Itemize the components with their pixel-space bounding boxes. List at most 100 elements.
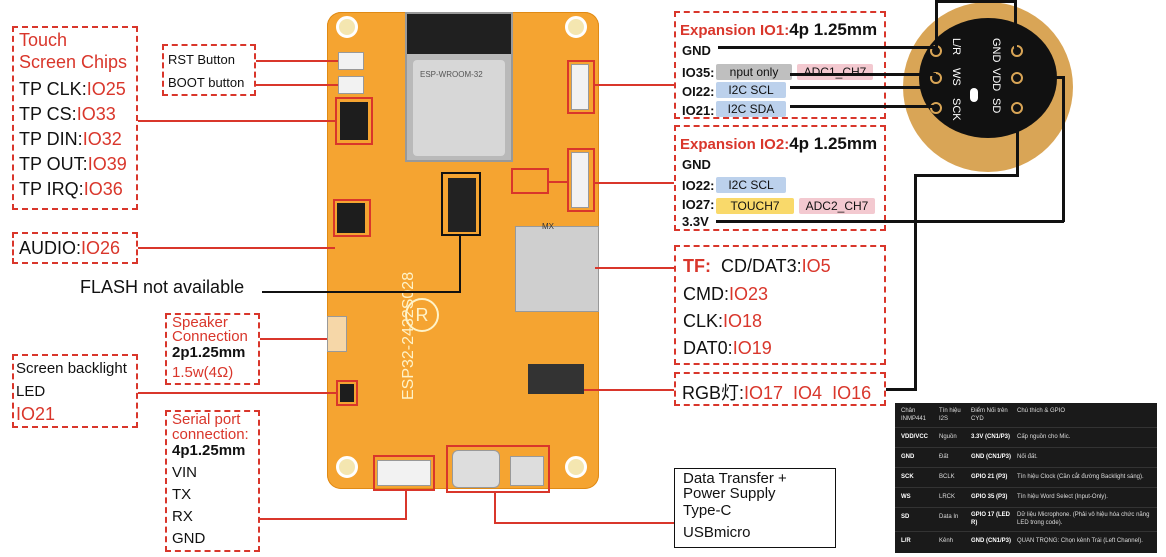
table-cell: SCK [901,474,914,480]
exp1-io22: OI22: [682,84,715,99]
exp2-title: Expansion IO2:4p 1.25mm [680,134,877,154]
exp2-title-red: Expansion IO2: [680,136,790,153]
flash-label: FLASH not available [80,277,245,297]
table-cell: WS [901,494,911,500]
audio-box [12,232,138,264]
table-cell: GND (CN1/P3) [971,538,1012,544]
serial-pin-tx: TX [172,486,192,503]
mic-label-lr: L/R [950,38,962,56]
usb-c-port [452,450,500,488]
mic-pin-ws [930,72,942,84]
micro-usb-port [510,456,544,486]
backlight-highlight [336,380,358,406]
tf-title: TF: [683,256,711,276]
tf-dat-label: DAT0: [683,338,733,358]
mount-hole-bl [336,456,358,478]
backlight-leader [138,392,336,394]
tp-out-value: IO39 [87,154,127,174]
rgb-value-1: IO17 [744,383,784,403]
rgb-value-3: IO16 [832,383,872,403]
table-cell: GND (CN1/P3) [971,454,1012,460]
table-row [895,427,1157,448]
exp1-title-black: 4p 1.25mm [789,20,878,39]
flash-pads [448,178,476,232]
usb-highlight [446,445,550,493]
tf-cd-value: IO5 [801,256,831,276]
table-header-1: Chân INMP441 [901,408,927,422]
rgb-box [674,372,886,406]
speaker-leader [260,338,327,340]
table-cell: Cấp nguồn cho Mic. [1017,434,1071,440]
serial-pin-rx: RX [172,508,193,525]
touch-title-1: Touch [19,30,68,50]
table-header-4: Chú thích & GPIO [1017,408,1066,414]
speaker-power: 1.5w(4Ω) [172,364,234,381]
touch-chip [340,102,368,140]
exp1-io21-tag: I2C SDA [716,101,786,117]
audio-chip-highlight [333,199,371,237]
table-cell: GPIO 35 (P3) [971,494,1008,500]
serial-leader-v [405,490,407,520]
rst-button-part [338,52,364,70]
tp-din-row: TP DIN:IO32 [19,129,122,150]
table-row [895,531,1157,552]
exp2-connector [571,152,589,208]
serial-box [165,410,260,552]
exp1-gnd: GND [682,43,711,58]
exp2-io22-tag: I2C SCL [716,177,786,193]
mic-label-gnd: GND [990,38,1002,63]
exp2-adc-tag: ADC2_CH7 [799,198,875,214]
transfer-leader-h [494,522,674,524]
mic-pin-gnd [1011,45,1023,57]
table-cell: Tín hiệu Word Select (Input-Only). [1017,494,1108,500]
table-row [895,507,1157,530]
wire-scl-h [790,86,936,89]
exp1-io35-tag: nput only [716,64,792,80]
boot-button-part [338,76,364,94]
tp-din-label: TP DIN: [19,129,83,149]
tp-clk-row: TP CLK:IO25 [19,79,126,100]
table-cell: GPIO 21 (P3) [971,474,1008,480]
tp-irq-label: TP IRQ: [19,179,84,199]
wire-sck-h [790,105,936,108]
backlight-value: IO21 [16,404,56,424]
wire-lr-v [935,0,938,48]
wire-sd-v [1016,116,1019,176]
tp-irq-row: TP IRQ:IO36 [19,179,123,200]
backlight-box [12,354,138,428]
board-brand-logo: R [405,298,439,332]
rgb-led-pads [528,364,584,394]
mic-pin-vdd [1011,72,1023,84]
exp2-connector-highlight [567,148,595,212]
serial-pin-vin: VIN [172,464,198,481]
table-cell: Dữ liệu Microphone. (Phải vô hiệu hóa ch… [1017,512,1150,526]
audio-row: AUDIO:IO26 [19,238,120,259]
mic-pin-sd [1011,102,1023,114]
mic-label-vdd: VDD [990,68,1002,92]
serial-connector [377,460,431,486]
audio-leader [138,247,335,249]
exp1-title-red: Expansion IO1: [680,22,790,39]
tp-cs-value: IO33 [76,104,116,124]
flash-leader-h [262,291,460,293]
table-cell: GPIO 17 (LED R) [971,512,1011,526]
tp-clk-value: IO25 [86,79,126,99]
tf-dat-value: IO19 [732,338,772,358]
mic-label-sd: SD [990,98,1002,114]
exp1-title: Expansion IO1:4p 1.25mm [680,20,877,40]
rgb-label: RGB灯: [682,383,745,403]
exp2-touch-tag: TOUCH7 [716,198,794,214]
touch-leader [138,120,335,122]
microphone-icon [970,88,978,102]
transfer-leader-v [494,493,496,523]
buttons-box [162,44,256,96]
tf-cmd-label: CMD: [683,284,729,304]
tp-cs-row: TP CS:IO33 [19,104,116,125]
speaker-box [165,313,260,385]
buttons-leader-2 [256,84,338,86]
flash-highlight [441,172,481,236]
touch-chip-highlight [335,97,373,145]
table-header-3: Điểm Nối trên CYD [971,408,1008,422]
table-cell: 3.3V (CN1/P3) [971,434,1011,440]
